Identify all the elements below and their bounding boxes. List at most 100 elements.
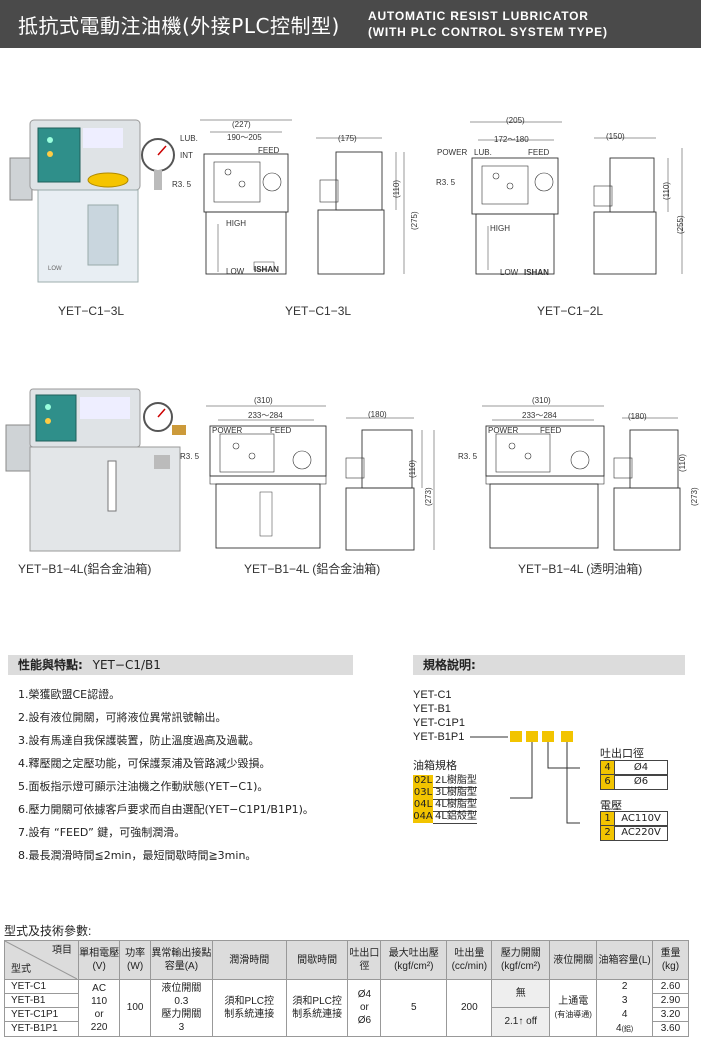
cell-capacity-alu: 4(鋁) bbox=[596, 1021, 653, 1037]
drawing-front-c1-2l bbox=[470, 121, 562, 275]
dim-150: (150) bbox=[606, 132, 625, 141]
tank-spec-title: 油箱規格 bbox=[413, 760, 457, 772]
label-power-c: POWER bbox=[212, 426, 243, 435]
table-row-model: YET-B1P1 bbox=[3, 1021, 80, 1037]
header-output: 吐出量(cc/min) bbox=[446, 940, 493, 980]
dim-227: (227) bbox=[232, 120, 251, 129]
spec-model: YET-C1 bbox=[413, 689, 452, 701]
label-high-b: HIGH bbox=[490, 224, 510, 233]
cell-max-pressure: 5 bbox=[380, 979, 448, 1037]
label-power-d: POWER bbox=[488, 426, 519, 435]
header-item-model: 項目 型式 bbox=[3, 940, 80, 980]
table-row-model: YET-C1 bbox=[3, 979, 80, 994]
dim-110-c: (110) bbox=[408, 459, 417, 478]
product-photo-yet-c1-3l: LOW bbox=[9, 119, 175, 283]
product-label-2: YET−C1−3L bbox=[285, 304, 352, 318]
label-power-a: POWER bbox=[437, 148, 468, 157]
spec-model: YET-C1P1 bbox=[413, 717, 465, 729]
cell-pressure-switch-none: 無 bbox=[491, 979, 551, 1008]
label-feed-d: FEED bbox=[540, 426, 562, 435]
cell-weight: 2.60 bbox=[651, 979, 690, 994]
drawing-side-b1-4l-alu bbox=[345, 417, 435, 551]
label-high: HIGH bbox=[226, 219, 246, 228]
header-interval: 間歇時間 bbox=[285, 940, 349, 980]
feature-item: 8.最長潤滑時間≦2min，最短間歇時間≧3min。 bbox=[18, 849, 257, 862]
header-weight: 重量(kg) bbox=[651, 940, 690, 980]
dim-233-284-b: 233～284 bbox=[522, 411, 557, 420]
dim-310-b: (310) bbox=[532, 396, 551, 405]
drawing-front-c1-3l bbox=[200, 119, 292, 275]
label-r35-b: R3. 5 bbox=[436, 178, 456, 187]
table-caption: 型式及技術參數: bbox=[4, 924, 92, 938]
feature-item: 7.設有 “FEED” 鍵，可強制潤滑。 bbox=[18, 826, 186, 839]
table-row-model: YET-B1 bbox=[3, 993, 80, 1008]
cell-weight: 2.90 bbox=[651, 993, 690, 1008]
product-label-4: YET−B1−4L(鋁合金油箱) bbox=[18, 562, 152, 576]
feature-item: 6.壓力開關可依據客戶要求而自由選配(YET−C1P1/B1P1)。 bbox=[18, 803, 314, 816]
dim-205: (205) bbox=[506, 116, 525, 125]
label-feed-b: FEED bbox=[528, 148, 550, 157]
page-header: 抵抗式電動注油機(外接PLC控制型) AUTOMATIC RESIST LUBR… bbox=[0, 0, 701, 48]
title-en-line2: (WITH PLC CONTROL SYSTEM TYPE) bbox=[368, 25, 608, 39]
label-r35-c: R3. 5 bbox=[180, 452, 200, 461]
header-lube-time: 潤滑時間 bbox=[211, 940, 287, 980]
spec-heading: 規格說明: bbox=[413, 655, 685, 675]
dim-172-180: 172～180 bbox=[494, 135, 529, 144]
label-r35: R3. 5 bbox=[172, 180, 192, 189]
label-low: LOW bbox=[226, 267, 245, 276]
brand-label: ISHAN bbox=[254, 265, 279, 274]
cell-weight: 3.60 bbox=[651, 1021, 690, 1037]
outlet-spec-title: 吐出口徑 bbox=[600, 748, 644, 760]
dim-110-b: (110) bbox=[662, 181, 671, 200]
label-int: INT bbox=[180, 151, 193, 160]
label-feed: FEED bbox=[258, 146, 280, 155]
dim-273-b: (273) bbox=[690, 487, 699, 506]
dim-180-b: (180) bbox=[628, 412, 647, 421]
dim-233-284-a: 233～284 bbox=[248, 411, 283, 420]
features-heading-label: 性能與特點: bbox=[18, 658, 83, 672]
drawing-front-b1-4l-alu bbox=[206, 405, 327, 549]
spec-model: YET-B1 bbox=[413, 703, 451, 715]
cell-lube-time: 須和PLC控制系統連接 bbox=[211, 979, 287, 1037]
cell-output: 200 bbox=[446, 979, 493, 1037]
drawing-side-c1-2l bbox=[593, 137, 683, 275]
dim-310-a: (310) bbox=[254, 396, 273, 405]
brand-label-b: ISHAN bbox=[524, 268, 549, 277]
feature-item: 5.面板指示燈可顯示注油機之作動狀態(YET−C1)。 bbox=[18, 780, 269, 793]
spec-connector-lines bbox=[470, 731, 580, 824]
cell-pressure-switch-off: 2.1↑ off bbox=[491, 1007, 551, 1037]
feature-item: 2.設有液位開關，可將液位異常訊號輸出。 bbox=[18, 711, 227, 724]
dim-175: (175) bbox=[338, 134, 357, 143]
label-feed-c: FEED bbox=[270, 426, 292, 435]
product-label-3: YET−C1−2L bbox=[537, 304, 604, 318]
header-level-switch: 液位開關 bbox=[549, 940, 598, 980]
page-title: 抵抗式電動注油機(外接PLC控制型) bbox=[18, 14, 340, 38]
drawing-side-b1-4l-clear bbox=[613, 417, 681, 551]
product-label-5: YET−B1−4L (鋁合金油箱) bbox=[244, 562, 381, 576]
cell-capacity: 3 bbox=[596, 993, 653, 1008]
header-outlet: 吐出口徑 bbox=[347, 940, 382, 980]
title-en-line1: AUTOMATIC RESIST LUBRICATOR bbox=[368, 9, 589, 23]
label-low-b: LOW bbox=[500, 268, 519, 277]
page-title-english: AUTOMATIC RESIST LUBRICATOR (WITH PLC CO… bbox=[368, 8, 608, 40]
dim-110-d: (110) bbox=[678, 453, 687, 472]
cell-capacity: 4 bbox=[596, 1007, 653, 1022]
svg-text:LOW: LOW bbox=[48, 266, 62, 272]
cell-level-switch: 上通電(有油導通) bbox=[549, 979, 598, 1037]
header-alarm: 異常輸出接點容量(A) bbox=[150, 940, 213, 980]
header-voltage: 單相電壓(V) bbox=[78, 940, 121, 980]
features-heading: 性能與特點: YET−C1/B1 bbox=[8, 655, 353, 675]
header-max-pressure: 最大吐出壓(kgf/cm²) bbox=[380, 940, 448, 980]
cell-interval: 須和PLC控制系統連接 bbox=[285, 979, 349, 1037]
label-lub: LUB. bbox=[180, 134, 198, 143]
cell-capacity: 2 bbox=[596, 979, 653, 994]
